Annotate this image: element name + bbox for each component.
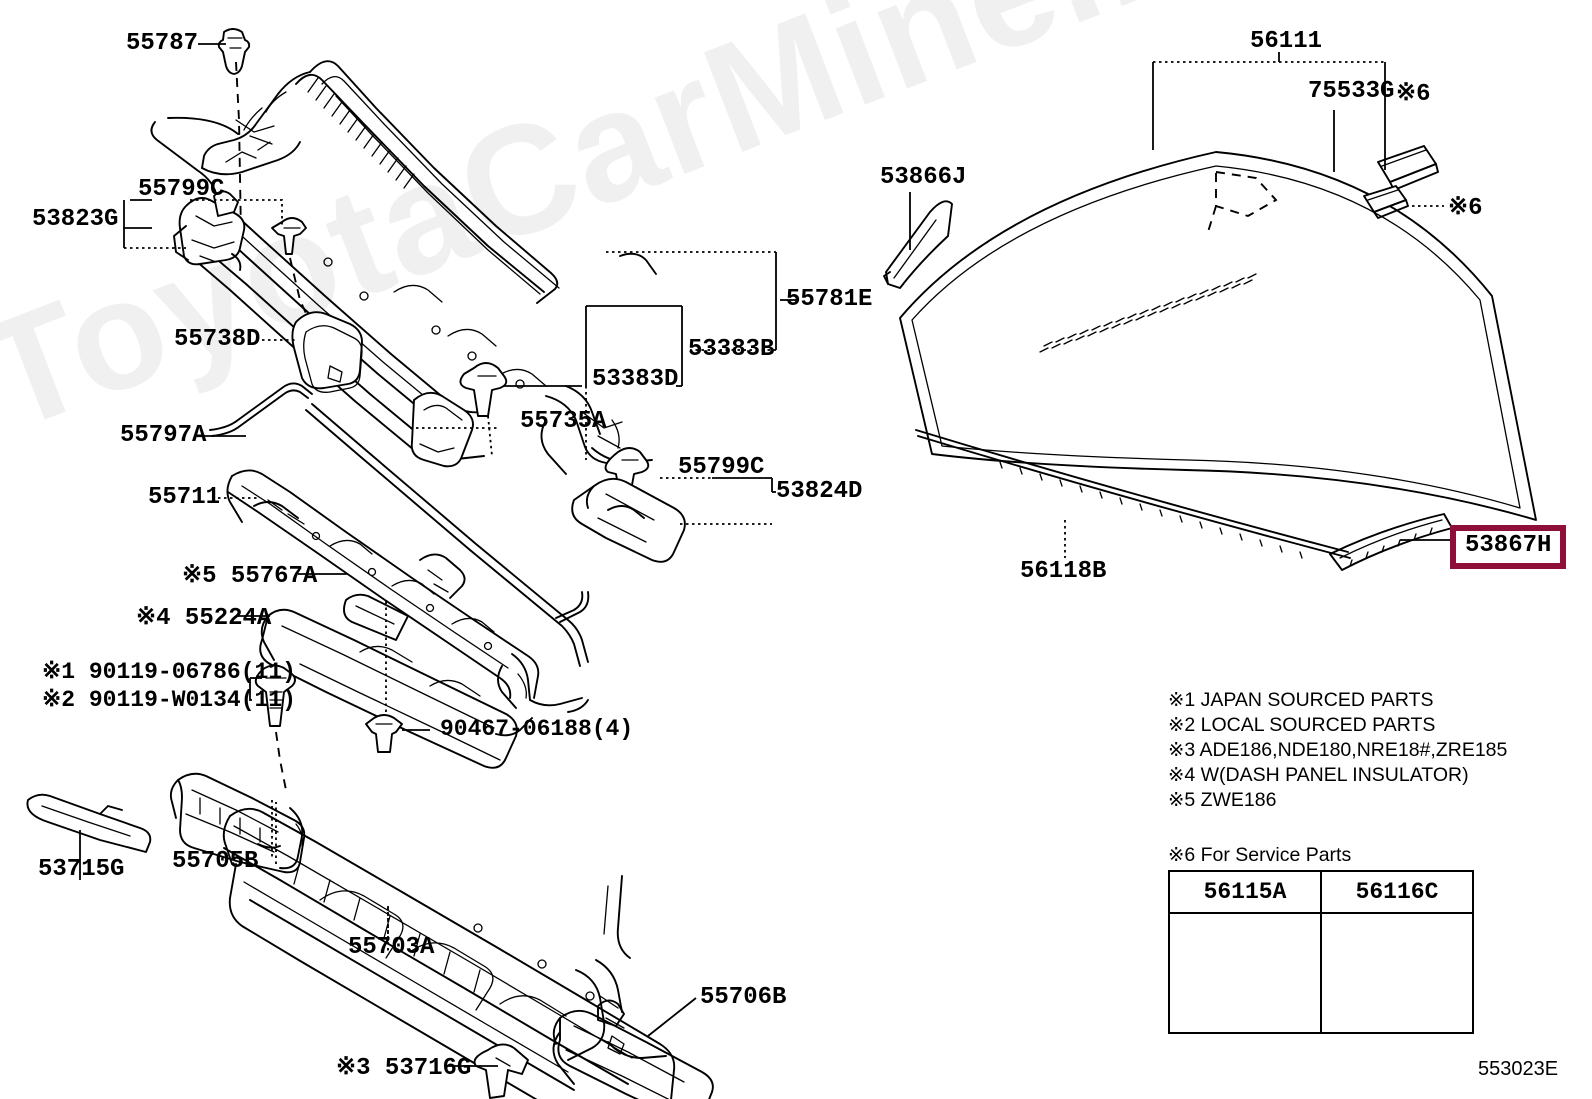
- screw-55799c-top-illustration: [271, 217, 307, 255]
- screw-55799c-mid-illustration: [604, 447, 650, 497]
- part-label-53824d: 53824D: [776, 478, 863, 505]
- trim-53866j-illustration: [883, 200, 953, 289]
- member-55706b-illustration: [552, 999, 714, 1099]
- legend-note-3: ※3 ADE186,NDE180,NRE18#,ZRE185: [1168, 739, 1508, 761]
- trim-53715g-illustration: [26, 793, 152, 853]
- panel-55711-illustration: [226, 469, 589, 713]
- part-label-75533g: 75533G: [1308, 78, 1395, 105]
- clip-55735a-illustration: [410, 391, 474, 468]
- part-label-55703a: 55703A: [348, 934, 435, 961]
- legend-note-5: ※5 ZWE186: [1168, 789, 1277, 811]
- part-label-53383d: 53383D: [592, 366, 679, 393]
- part-label-53823g: 53823G: [32, 206, 119, 233]
- service-part-image-56116c: [1320, 912, 1474, 1034]
- windshield-56111-illustration: [899, 151, 1537, 521]
- part-label-55711: 55711: [148, 484, 221, 511]
- bracket-53824d-illustration: [571, 477, 686, 563]
- part-label-56118b: 56118B: [1020, 558, 1107, 585]
- clip-53716g-illustration: [473, 1043, 529, 1099]
- clip-90467-illustration: [365, 714, 403, 753]
- part-label-55735a: 55735A: [520, 408, 607, 435]
- part-label-55787: 55787: [126, 30, 199, 57]
- diagram-code: 553023E: [1478, 1058, 1559, 1080]
- clip-service-6-illustration: [1363, 185, 1409, 219]
- part-label-55767a: ※5 55767A: [182, 563, 318, 590]
- part-label-90119-06786: ※1 90119-06786(11): [42, 659, 296, 685]
- highlighted-part-53867h[interactable]: 53867H: [1450, 525, 1567, 570]
- service-parts-table: 56115A 56116C: [1168, 870, 1474, 1034]
- part-label-53715g: 53715G: [38, 856, 125, 883]
- part-label-56111: 56111: [1250, 28, 1323, 55]
- reference-mark-6-a: ※6: [1396, 81, 1431, 108]
- bolt-90119-illustration: [254, 664, 296, 727]
- reference-mark-6-b: ※6: [1448, 195, 1483, 222]
- service-part-header-56116c: 56116C: [1320, 870, 1474, 914]
- legend-note-4: ※4 W(DASH PANEL INSULATOR): [1168, 764, 1469, 786]
- part-label-53866j: 53866J: [880, 164, 967, 191]
- trim-55797a-illustration: [209, 382, 590, 667]
- part-label-55705b: 55705B: [172, 848, 259, 875]
- clip-75533g-illustration: [1377, 145, 1439, 191]
- moulding-53867h-illustration: [1329, 513, 1453, 571]
- bracket-55705b-illustration: [169, 772, 306, 874]
- table-image-row: [1168, 912, 1474, 1034]
- part-label-90119-w0134: ※2 90119-W0134(11): [42, 687, 296, 713]
- service-part-header-56115a: 56115A: [1168, 870, 1322, 914]
- moulding-56118b-illustration: [915, 429, 1351, 559]
- part-label-90467-06188: 90467-06188(4): [440, 716, 634, 742]
- part-label-55738d: 55738D: [174, 326, 261, 353]
- part-label-55797a: 55797A: [120, 422, 207, 449]
- part-label-55799c-top: 55799C: [138, 176, 225, 203]
- cover-55738d-illustration: [291, 311, 363, 393]
- clip-55787-illustration: [217, 28, 251, 75]
- part-label-55224a: ※4 55224A: [136, 605, 272, 632]
- part-label-55799c-mid: 55799C: [678, 454, 765, 481]
- legend-note-1: ※1 JAPAN SOURCED PARTS: [1168, 689, 1434, 711]
- legend-note-2: ※2 LOCAL SOURCED PARTS: [1168, 714, 1436, 736]
- part-label-53383b: 53383B: [688, 336, 775, 363]
- service-parts-title: ※6 For Service Parts: [1168, 844, 1352, 866]
- part-label-53716g: ※3 53716G: [336, 1055, 472, 1082]
- table-header-row: 56115A 56116C: [1168, 870, 1474, 914]
- part-label-55706b: 55706B: [700, 984, 787, 1011]
- service-part-image-56115a: [1168, 912, 1322, 1034]
- bracket-53823g-illustration: [173, 190, 246, 271]
- insulator-55767a-illustration: [343, 593, 409, 641]
- clip-53383d-illustration: [459, 362, 508, 417]
- part-label-55781e: 55781E: [786, 286, 873, 313]
- insulator-55224a-illustration: [259, 608, 533, 769]
